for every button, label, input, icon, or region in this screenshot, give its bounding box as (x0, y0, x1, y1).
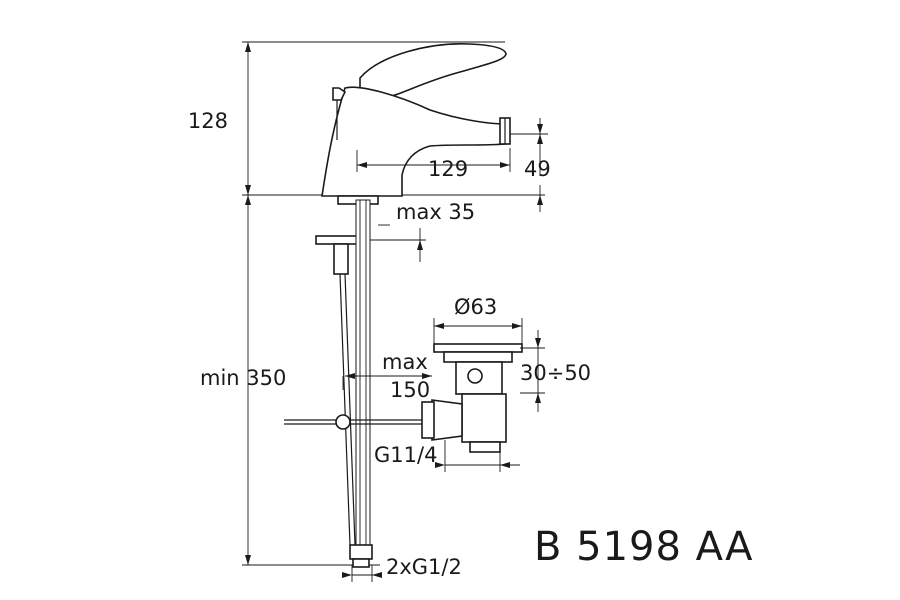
dim-max-value: 150 (390, 378, 430, 402)
dim-waste-range: 30÷50 (520, 361, 591, 385)
dim-thread-waste: G11/4 (374, 443, 437, 467)
mixer-tap-body (321, 43, 511, 205)
dim-min-length: min 350 (200, 366, 286, 390)
dim-waste-diameter: Ø63 (454, 295, 497, 319)
model-code: B 5198 AA (534, 524, 754, 570)
dim-spout-reach: 129 (428, 157, 468, 181)
spout-dimensions (356, 118, 548, 212)
dim-max-deck: max 35 (396, 200, 475, 224)
flexible-hoses (339, 199, 373, 568)
dim-thread-inlets: 2xG1/2 (386, 555, 462, 579)
inlet-thread-dimension (342, 565, 382, 582)
dim-max-label: max (382, 350, 428, 374)
pop-up-rod (284, 373, 432, 430)
dim-outlet-height: 49 (524, 157, 551, 181)
dim-height-top: 128 (188, 109, 228, 133)
waste-unit (421, 318, 545, 472)
deck-fixing (315, 224, 426, 275)
